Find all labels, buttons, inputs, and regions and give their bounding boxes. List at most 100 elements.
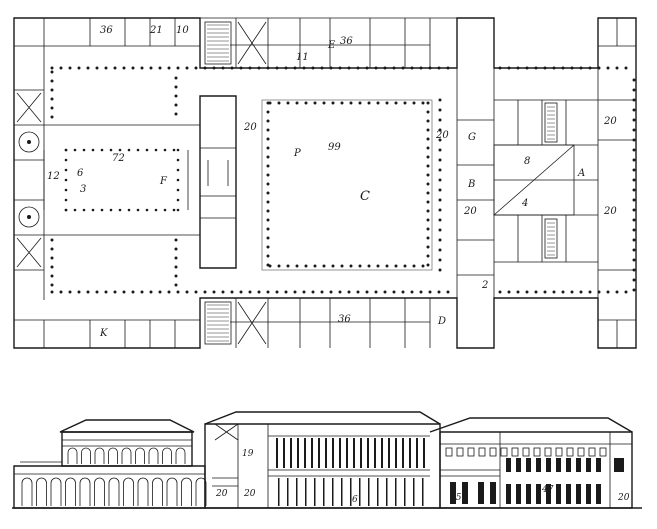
label-20-e: 20 bbox=[603, 206, 617, 217]
column-dot bbox=[426, 128, 430, 132]
opening bbox=[359, 478, 361, 506]
column-dot bbox=[50, 97, 54, 101]
column-dot bbox=[266, 128, 270, 132]
column-dot bbox=[145, 208, 149, 212]
column-dot bbox=[320, 66, 324, 70]
label-25: 25 bbox=[449, 493, 462, 503]
column-dot bbox=[338, 66, 342, 70]
opening bbox=[305, 478, 307, 506]
column-dot bbox=[248, 290, 252, 294]
column-dot bbox=[428, 66, 432, 70]
column-dot bbox=[239, 290, 243, 294]
column-dot bbox=[284, 290, 288, 294]
column-dot bbox=[295, 264, 299, 268]
column-dot bbox=[284, 66, 288, 70]
column-dot bbox=[606, 66, 610, 70]
opening bbox=[506, 458, 511, 472]
column-dot bbox=[349, 101, 353, 105]
column-dot bbox=[632, 198, 636, 202]
column-dot bbox=[122, 290, 126, 294]
column-dot bbox=[163, 208, 167, 212]
column-dot bbox=[239, 66, 243, 70]
opening bbox=[402, 438, 404, 468]
arch-opening bbox=[65, 477, 76, 506]
column-dot bbox=[86, 66, 90, 70]
column-dot bbox=[64, 178, 68, 182]
column-dot bbox=[230, 66, 234, 70]
column-dot bbox=[374, 290, 378, 294]
column-dot bbox=[266, 164, 270, 168]
column-dot bbox=[212, 66, 216, 70]
column-dot bbox=[176, 208, 180, 212]
label-c: C bbox=[360, 189, 370, 204]
opening bbox=[422, 478, 424, 506]
opening bbox=[350, 478, 352, 506]
arch-opening bbox=[94, 477, 105, 506]
ground-plan bbox=[13, 17, 637, 349]
column-dot bbox=[322, 264, 326, 268]
opening bbox=[506, 484, 511, 504]
arch-opening bbox=[137, 477, 149, 506]
opening bbox=[546, 458, 551, 472]
column-dot bbox=[174, 85, 178, 89]
opening bbox=[533, 447, 541, 457]
label-47: 47 bbox=[541, 485, 554, 495]
column-dot bbox=[295, 101, 299, 105]
arch-opening bbox=[152, 477, 163, 506]
column-dot bbox=[174, 94, 178, 98]
column-dot bbox=[421, 264, 425, 268]
label-20-g: 20 bbox=[243, 489, 256, 499]
column-dot bbox=[438, 158, 442, 162]
opening bbox=[546, 484, 551, 504]
opening bbox=[339, 438, 341, 468]
column-dot bbox=[91, 208, 95, 212]
column-dot bbox=[438, 268, 442, 272]
column-dot bbox=[277, 264, 281, 268]
label-10: 10 bbox=[176, 25, 189, 36]
arch-opening bbox=[79, 477, 91, 506]
opening bbox=[526, 458, 531, 472]
column-dot bbox=[176, 198, 180, 202]
column-dot bbox=[392, 66, 396, 70]
opening bbox=[416, 438, 418, 468]
column-dot bbox=[588, 290, 592, 294]
column-dot bbox=[426, 227, 430, 231]
column-dot bbox=[412, 264, 416, 268]
column-dot bbox=[365, 290, 369, 294]
opening bbox=[323, 478, 325, 506]
label-b: B bbox=[467, 179, 475, 190]
column-dot bbox=[438, 188, 442, 192]
opening bbox=[388, 438, 390, 468]
column-dot bbox=[624, 290, 628, 294]
opening bbox=[544, 447, 552, 457]
column-dot bbox=[401, 66, 405, 70]
column-dot bbox=[579, 290, 583, 294]
column-dot bbox=[91, 148, 95, 152]
label-k: K bbox=[99, 328, 108, 339]
column-dot bbox=[552, 290, 556, 294]
arch-opening bbox=[108, 477, 120, 506]
opening bbox=[478, 482, 484, 504]
label-12: 12 bbox=[47, 171, 60, 182]
column-dot bbox=[311, 290, 315, 294]
column-dot bbox=[64, 158, 68, 162]
column-dot bbox=[632, 228, 636, 232]
column-dot bbox=[340, 101, 344, 105]
opening bbox=[404, 478, 406, 506]
column-dot bbox=[293, 66, 297, 70]
column-dot bbox=[176, 290, 180, 294]
column-dot bbox=[118, 208, 122, 212]
elevation-openings bbox=[21, 438, 624, 506]
opening bbox=[395, 478, 397, 506]
column-dot bbox=[438, 98, 442, 102]
column-dot bbox=[349, 264, 353, 268]
column-dot bbox=[163, 148, 167, 152]
column-dot bbox=[100, 208, 104, 212]
column-dot bbox=[376, 264, 380, 268]
column-dot bbox=[194, 290, 198, 294]
column-dot bbox=[185, 290, 189, 294]
column-dot bbox=[632, 118, 636, 122]
opening bbox=[353, 438, 355, 468]
column-dot bbox=[570, 66, 574, 70]
label-20-c: 20 bbox=[463, 206, 477, 217]
